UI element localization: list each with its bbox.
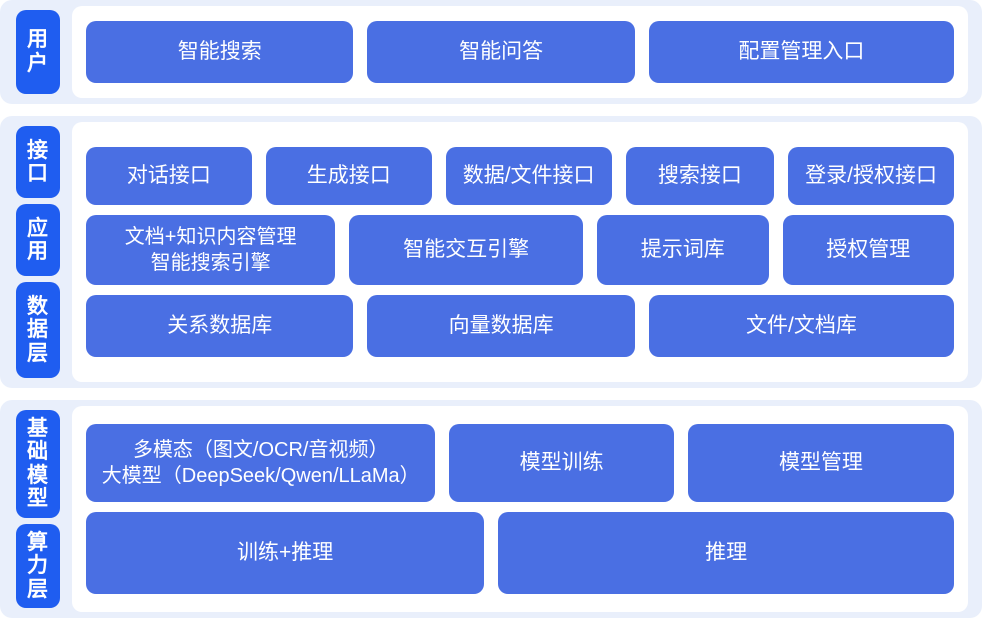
card-vector-database[interactable]: 向量数据库 — [367, 295, 635, 357]
row-compute: 训练+推理 推理 — [86, 512, 954, 594]
rail-tab-foundation-model[interactable]: 基础模型 — [16, 410, 60, 518]
rail-tab-compute-layer-label: 算力层 — [27, 530, 49, 601]
rail-user: 用户 — [10, 6, 60, 98]
rail-tab-data-layer-label: 数据层 — [27, 294, 49, 365]
row-data-layer: 关系数据库 向量数据库 文件/文档库 — [86, 295, 954, 357]
row-interface: 对话接口 生成接口 数据/文件接口 搜索接口 登录/授权接口 — [86, 147, 954, 205]
card-login-auth-api[interactable]: 登录/授权接口 — [788, 147, 954, 205]
rail-tab-foundation-model-label: 基础模型 — [27, 416, 49, 511]
card-search-api[interactable]: 搜索接口 — [625, 147, 775, 205]
rail-tab-user[interactable]: 用户 — [16, 10, 60, 94]
rail-tab-interface[interactable]: 接口 — [16, 126, 60, 199]
card-smart-interaction-engine[interactable]: 智能交互引擎 — [349, 215, 583, 285]
band-infrastructure: 基础模型 算力层 多模态（图文/OCR/音视频） 大模型（DeepSeek/Qw… — [0, 400, 982, 618]
panel-infrastructure: 多模态（图文/OCR/音视频） 大模型（DeepSeek/Qwen/LLaMa）… — [72, 406, 968, 612]
card-data-file-api[interactable]: 数据/文件接口 — [445, 147, 612, 205]
card-config-management-entry[interactable]: 配置管理入口 — [648, 21, 954, 83]
card-dialog-api[interactable]: 对话接口 — [86, 147, 252, 205]
card-model-management[interactable]: 模型管理 — [687, 424, 954, 502]
rail-infrastructure: 基础模型 算力层 — [10, 406, 60, 612]
card-authorization-management[interactable]: 授权管理 — [782, 215, 955, 285]
card-smart-qa[interactable]: 智能问答 — [367, 21, 635, 83]
card-training-inference[interactable]: 训练+推理 — [86, 512, 485, 594]
panel-user: 智能搜索 智能问答 配置管理入口 — [72, 6, 968, 98]
panel-platform: 对话接口 生成接口 数据/文件接口 搜索接口 登录/授权接口 文档+知识内容管理… — [72, 122, 968, 382]
rail-tab-interface-label: 接口 — [27, 138, 49, 186]
rail-tab-application[interactable]: 应用 — [16, 204, 60, 277]
rail-tab-data-layer[interactable]: 数据层 — [16, 282, 60, 378]
row-models: 多模态（图文/OCR/音视频） 大模型（DeepSeek/Qwen/LLaMa）… — [86, 424, 954, 502]
card-inference[interactable]: 推理 — [498, 512, 954, 594]
band-platform: 接口 应用 数据层 对话接口 生成接口 数据/文件接口 搜索接口 登录/授权接口… — [0, 116, 982, 388]
card-generation-api[interactable]: 生成接口 — [265, 147, 432, 205]
card-model-training[interactable]: 模型训练 — [449, 424, 674, 502]
card-prompt-library[interactable]: 提示词库 — [596, 215, 769, 285]
card-multimodal-large-model[interactable]: 多模态（图文/OCR/音视频） 大模型（DeepSeek/Qwen/LLaMa） — [86, 424, 436, 502]
card-smart-search[interactable]: 智能搜索 — [86, 21, 354, 83]
band-user: 用户 智能搜索 智能问答 配置管理入口 — [0, 0, 982, 104]
card-relational-database[interactable]: 关系数据库 — [86, 295, 354, 357]
rail-tab-compute-layer[interactable]: 算力层 — [16, 523, 60, 609]
card-doc-knowledge-management[interactable]: 文档+知识内容管理 智能搜索引擎 — [86, 215, 336, 285]
row-user-entries: 智能搜索 智能问答 配置管理入口 — [86, 21, 954, 83]
rail-tab-application-label: 应用 — [27, 216, 49, 264]
rail-tab-user-label: 用户 — [27, 28, 49, 75]
row-application: 文档+知识内容管理 智能搜索引擎 智能交互引擎 提示词库 授权管理 — [86, 215, 955, 285]
rail-platform: 接口 应用 数据层 — [10, 122, 60, 382]
card-file-document-store[interactable]: 文件/文档库 — [648, 295, 954, 357]
